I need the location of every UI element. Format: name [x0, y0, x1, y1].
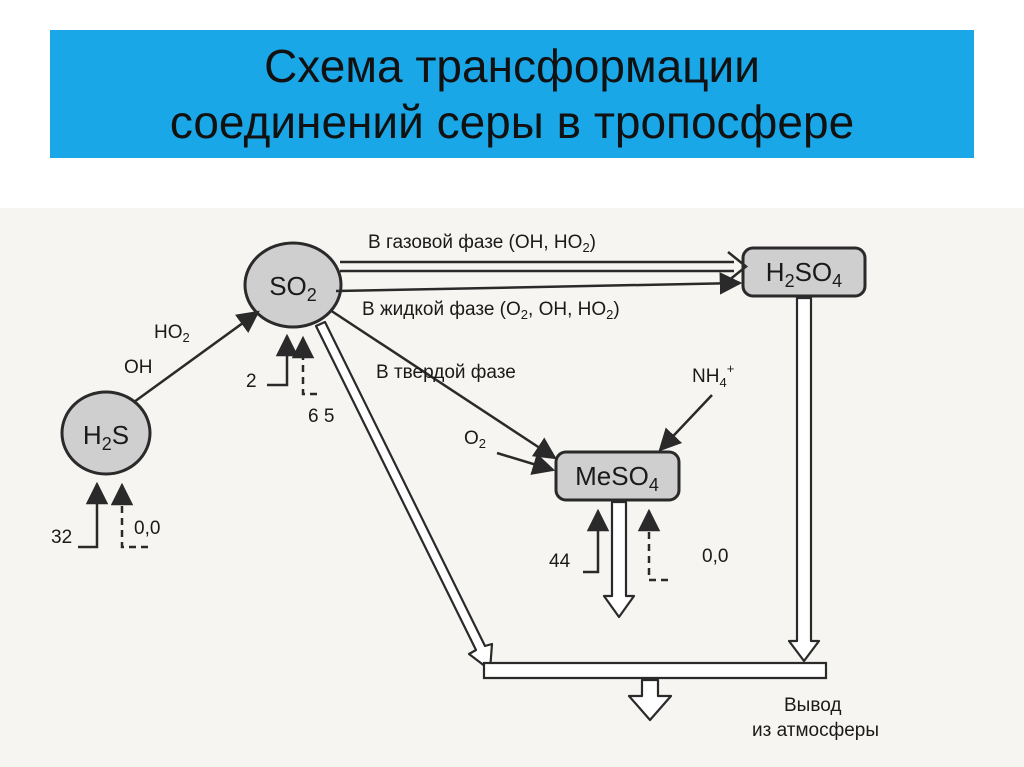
h2s-sink-arrow — [110, 482, 148, 549]
so2-source-arrow — [267, 333, 299, 387]
meso4-source-arrow — [583, 508, 610, 574]
node-h2s: H2S — [60, 390, 152, 476]
solid-phase-label: В твердой фазе — [376, 362, 516, 383]
arrow-h2s-to-so2 — [133, 310, 260, 404]
so2-source-value: 2 — [246, 371, 257, 392]
nh4-label: NH4+ — [692, 361, 734, 390]
arrow-nh4 — [658, 394, 713, 452]
meso4-source-value: 44 — [549, 551, 571, 572]
h2so4-box — [741, 246, 867, 298]
title-banner: Схема трансформации соединений серы в тр… — [50, 30, 974, 158]
meso4-removal-arrow — [602, 500, 636, 619]
arrow-gas-phase — [340, 251, 748, 282]
output-label-line2: из атмосферы — [752, 720, 879, 741]
h2s-circle — [60, 390, 152, 476]
so2-circle — [243, 241, 343, 329]
so2-sink-arrow — [291, 335, 317, 396]
meso4-label: MeSO4 — [575, 461, 659, 495]
h2s-sink-value: 0,0 — [134, 518, 160, 539]
node-meso4: MeSO4 — [554, 450, 681, 502]
so2-label: SO2 — [269, 271, 317, 305]
node-h2so4: H2SO4 — [741, 246, 867, 298]
ho2-label: HO2 — [154, 322, 190, 345]
so2-sink-value: 6 5 — [308, 406, 334, 427]
meso4-sink-value: 0,0 — [702, 546, 728, 567]
h2so4-label: H2SO4 — [766, 257, 842, 291]
h2s-source-value: 32 — [51, 527, 72, 548]
oh-label: OH — [124, 357, 153, 378]
title-line-1: Схема трансформации — [264, 40, 760, 92]
output-label-line1: Вывод — [784, 695, 841, 716]
meso4-box — [554, 450, 681, 502]
arrow-solid-phase — [329, 308, 557, 460]
gas-phase-label: В газовой фазе (OH, HO2) — [368, 232, 596, 255]
node-so2: SO2 — [243, 241, 343, 329]
liquid-phase-label: В жидкой фазе (O2, OH, HO2) — [362, 299, 620, 322]
collector-bar — [482, 661, 828, 680]
meso4-sink-arrow — [637, 508, 668, 582]
arrow-o2 — [496, 451, 556, 475]
title-line-2: соединений серы в тропосфере — [169, 96, 855, 148]
arrow-liquid-phase — [335, 272, 743, 295]
o2-label: O2 — [464, 428, 486, 451]
output-arrow — [627, 678, 673, 722]
h2s-source-arrow — [78, 481, 109, 549]
so2-removal-arrow — [314, 320, 494, 672]
h2so4-removal-arrow — [787, 296, 821, 663]
